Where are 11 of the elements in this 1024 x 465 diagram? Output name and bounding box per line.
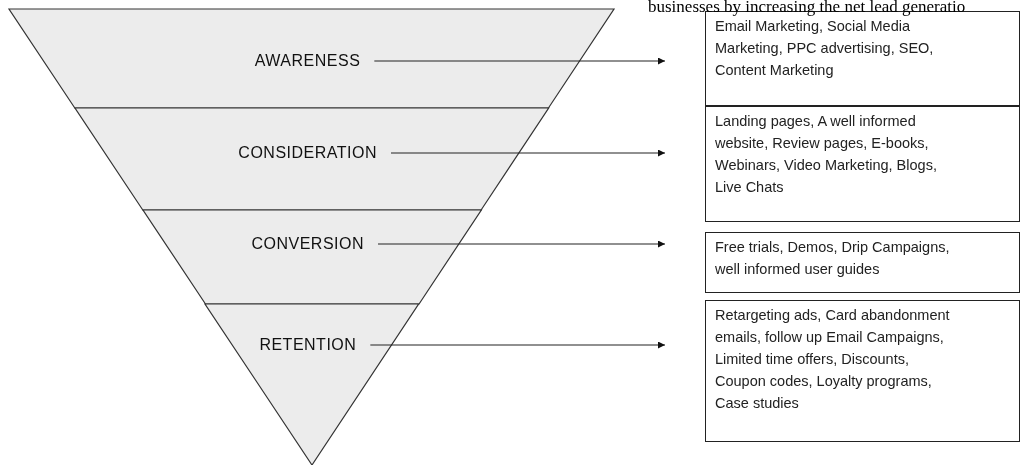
tactics-box: Landing pages, A well informed website, Review pages, E-books, Webinars, Video Marketing, Blogs, Live Chats	[705, 106, 1020, 222]
stage-label: CONVERSION	[251, 235, 364, 253]
tactics-box: Retargeting ads, Card abandonment emails, follow up Email Campaigns, Limited time offers, Discounts, Coupon codes, Loyalty programs, Case studies	[705, 300, 1020, 442]
arrow	[369, 341, 666, 349]
tactics-box: Free trials, Demos, Drip Campaigns, well informed user guides	[705, 232, 1020, 293]
stage-label: CONSIDERATION	[238, 144, 377, 162]
stage-label: AWARENESS	[254, 52, 361, 70]
arrow	[373, 57, 666, 65]
stage-label: RETENTION	[259, 336, 357, 354]
arrow	[390, 149, 666, 157]
arrow	[377, 240, 666, 248]
